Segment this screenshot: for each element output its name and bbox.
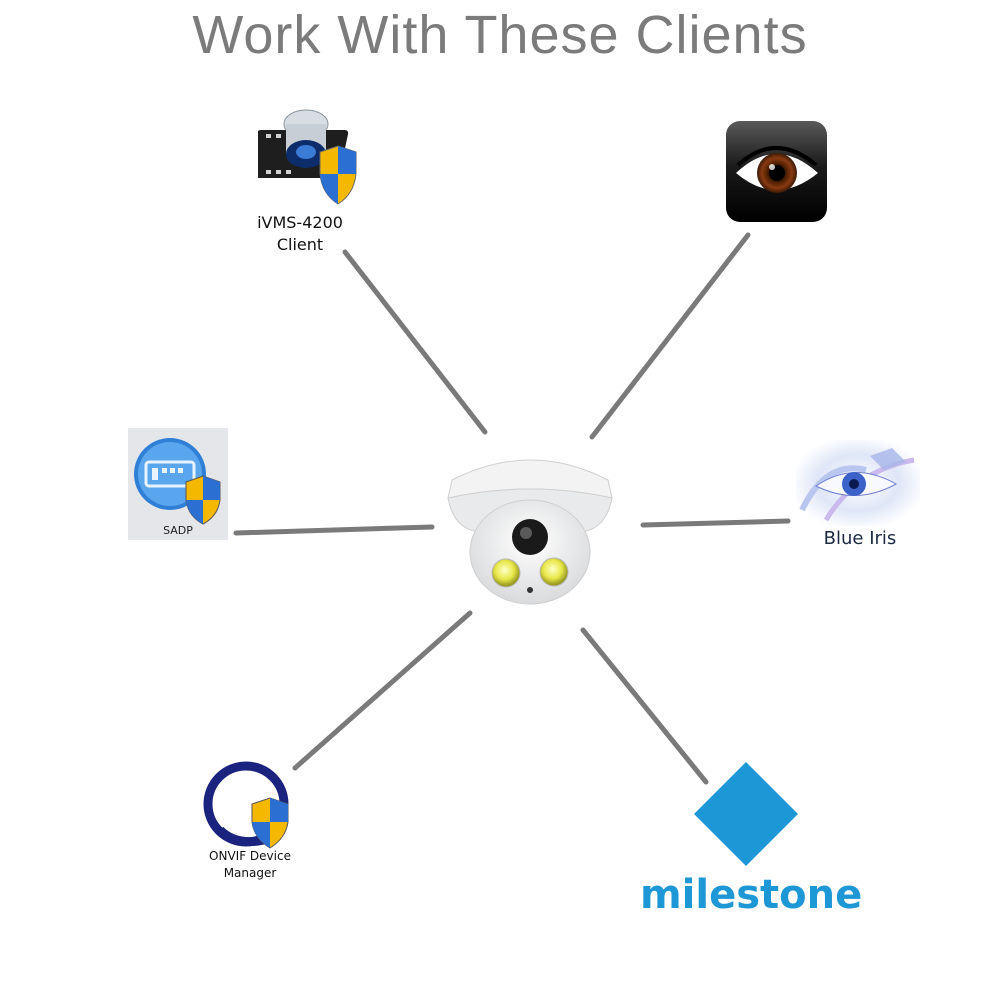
connector-eye-app — [589, 232, 751, 440]
sadp-shield-icon[interactable] — [128, 428, 228, 540]
onvif-q-shield-icon[interactable] — [200, 760, 300, 852]
page-title: Work With These Clients — [192, 5, 808, 65]
connector-milestone — [580, 627, 709, 785]
ivms-label-line1: iVMS-4200 — [257, 213, 343, 232]
ivms-label: iVMS-4200 Client — [240, 212, 360, 256]
connector-sadp — [233, 524, 435, 536]
eye-app-icon[interactable] — [726, 121, 827, 222]
connector-blue-iris — [640, 518, 791, 528]
onvif-label-line1: ONVIF Device — [209, 849, 291, 863]
connector-ivms — [342, 249, 488, 435]
blue-iris-eye-icon[interactable] — [796, 440, 920, 526]
blue-iris-label: Blue Iris — [823, 528, 897, 549]
ivms-label-line2: Client — [276, 235, 324, 254]
onvif-label: ONVIF Device Manager — [190, 848, 310, 882]
dome-camera — [447, 459, 613, 605]
onvif-label-line2: Manager — [223, 866, 277, 880]
milestone-diamond-icon[interactable] — [692, 760, 800, 868]
ivms-camera-shield-icon[interactable] — [258, 106, 368, 210]
sadp-label: SADP — [163, 524, 193, 537]
milestone-label: milestone — [640, 872, 863, 918]
connector-onvif — [292, 610, 473, 771]
